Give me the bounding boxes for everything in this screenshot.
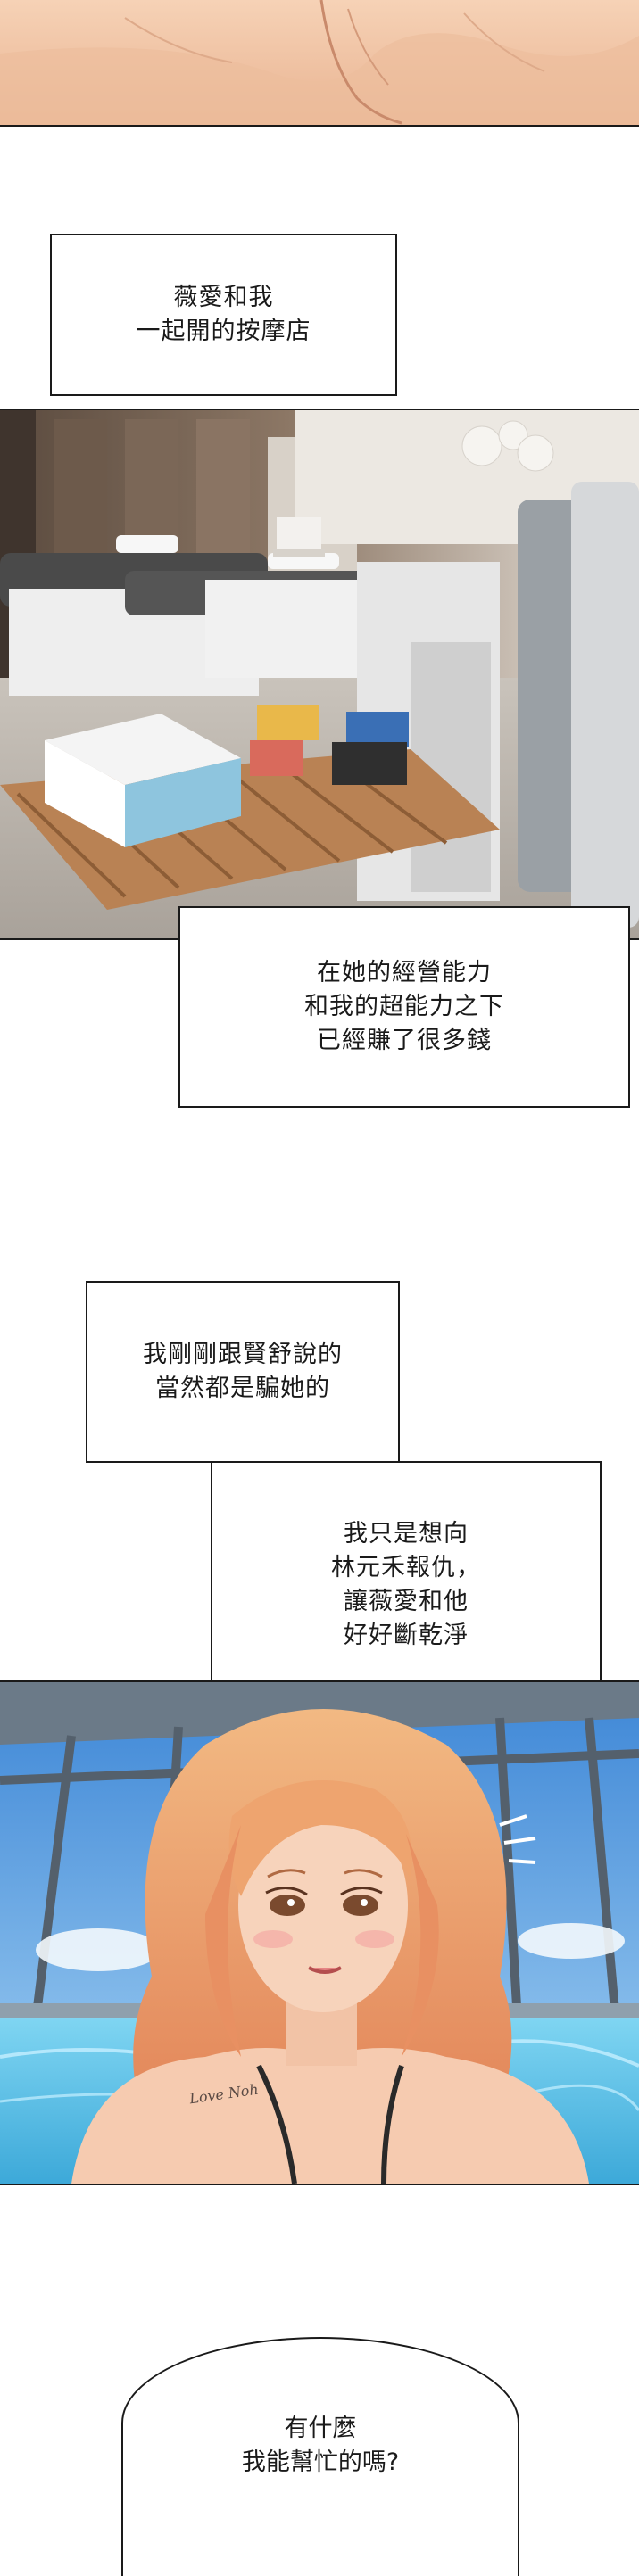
massage-room-art [0,410,639,938]
caption-line: 我剛剛跟賢舒說的 [143,1341,343,1368]
caption-line: 和我的超能力之下 [304,993,504,1020]
panel-woman-pool: Love Noh [0,1680,639,2185]
bubble-line: 我能幫忙的嗎? [241,2448,400,2476]
speech-bubble-offer-help: 有什麼 我能幫忙的嗎? [121,2337,519,2576]
caption-line: 好好斷乾淨 [344,1622,469,1649]
caption-massage-shop: 薇愛和我 一起開的按摩店 [50,234,397,396]
caption-line: 一起開的按摩店 [136,318,311,345]
caption-earned-money: 在她的經營能力 和我的超能力之下 已經賺了很多錢 [178,906,630,1108]
panel-skin-closeup [0,0,639,127]
woman-pool-art [0,1682,639,2184]
skin-closeup-art [0,0,639,127]
caption-line: 林元禾報仇， [331,1554,481,1581]
caption-line: 在她的經營能力 [317,959,492,987]
caption-line: 當然都是騙她的 [155,1375,330,1402]
caption-line: 薇愛和我 [173,284,274,311]
caption-line: 讓薇愛和他 [344,1588,469,1615]
panel-massage-room [0,409,639,940]
bubble-line: 有什麼 [284,2415,357,2442]
caption-line: 已經賺了很多錢 [317,1027,492,1054]
caption-line: 我只是想向 [344,1520,469,1548]
caption-revenge: 我只是想向 林元禾報仇， 讓薇愛和他 好好斷乾淨 [211,1461,602,1709]
caption-lied: 我剛剛跟賢舒說的 當然都是騙她的 [86,1281,400,1463]
